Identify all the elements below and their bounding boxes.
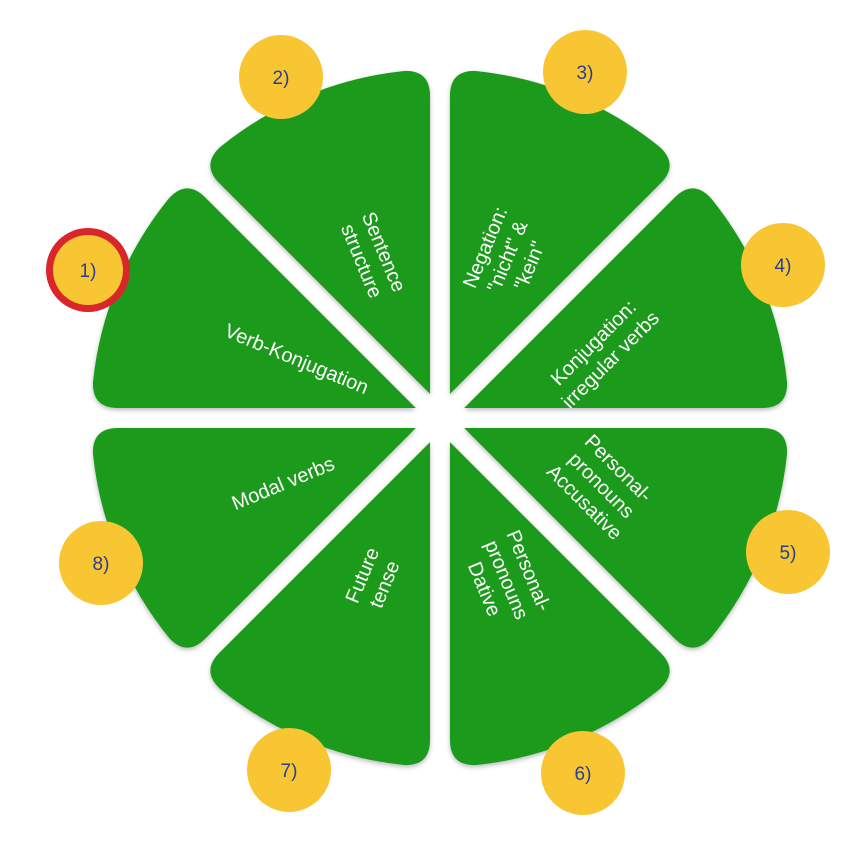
- sector-4-shape[interactable]: [464, 188, 788, 408]
- sector-8[interactable]: Modal verbs: [92, 428, 416, 648]
- sector-8-shape[interactable]: [92, 428, 416, 648]
- number-badge-7[interactable]: 7): [247, 728, 331, 812]
- sector-2-shape[interactable]: [210, 70, 430, 394]
- number-badge-8[interactable]: 8): [59, 521, 143, 605]
- badge-circle: [247, 728, 331, 812]
- sector-2[interactable]: Sentencestructure: [210, 70, 430, 394]
- number-badge-3[interactable]: 3): [543, 30, 627, 114]
- badge-number: 8): [93, 554, 110, 575]
- badge-number: 6): [575, 764, 592, 785]
- number-badge-5[interactable]: 5): [746, 510, 830, 594]
- badge-circle: [543, 30, 627, 114]
- badge-circle: [541, 731, 625, 815]
- sector-1-shape[interactable]: [92, 188, 416, 408]
- sector-5-shape[interactable]: [464, 428, 788, 648]
- sector-6-shape[interactable]: [450, 442, 670, 766]
- number-badge-1[interactable]: 1): [46, 228, 130, 312]
- sector-3[interactable]: Negation:"nicht" &"kein": [450, 70, 670, 394]
- sector-1[interactable]: Verb-Konjugation: [92, 188, 416, 408]
- sector-6[interactable]: Personal-pronounsDative: [450, 442, 670, 766]
- badge-number: 1): [80, 261, 97, 282]
- badge-number: 7): [281, 761, 298, 782]
- badge-circle: [53, 235, 123, 305]
- number-badge-4[interactable]: 4): [741, 223, 825, 307]
- sector-7-shape[interactable]: [210, 442, 430, 766]
- badge-number: 5): [780, 543, 797, 564]
- badge-circle: [741, 223, 825, 307]
- badge-circle: [746, 510, 830, 594]
- badge-number: 4): [775, 256, 792, 277]
- badge-number: 2): [273, 68, 290, 89]
- badge-circle: [59, 521, 143, 605]
- sector-7[interactable]: Futuretense: [210, 442, 430, 766]
- badges-layer: 1) 2) 3) 4) 5) 6) 7) 8): [46, 30, 830, 815]
- number-badge-2[interactable]: 2): [239, 35, 323, 119]
- sector-3-shape[interactable]: [450, 70, 670, 394]
- sector-4[interactable]: Konjugation:irregular verbs: [464, 188, 788, 413]
- number-badge-6[interactable]: 6): [541, 731, 625, 815]
- badge-number: 3): [577, 63, 594, 84]
- badge-circle: [239, 35, 323, 119]
- sector-5[interactable]: Personal-pronounsAccusative: [464, 427, 788, 648]
